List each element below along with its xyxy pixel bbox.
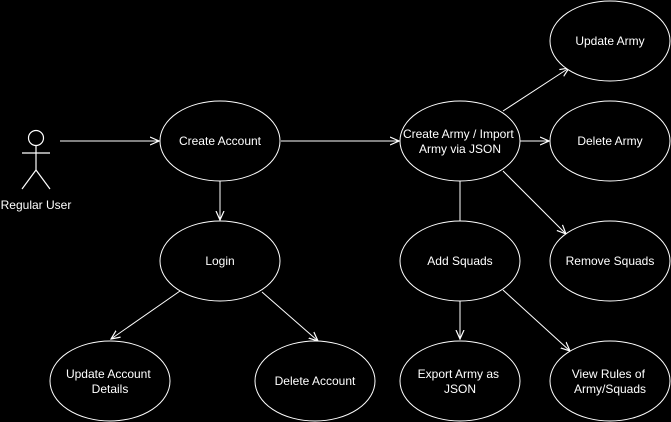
use-case-login: Login	[159, 220, 281, 302]
use-case-create-account: Create Account	[159, 100, 281, 182]
use-case-remove-squads: Remove Squads	[549, 220, 671, 302]
use-case-shape	[399, 220, 521, 302]
use-case-update-army: Update Army	[549, 0, 671, 82]
use-case-shape	[549, 100, 671, 182]
use-case-shape	[399, 100, 521, 182]
use-case-label: Remove Squads	[566, 254, 655, 268]
use-case-label: Export Army as JSON	[418, 367, 503, 396]
actor-head	[27, 129, 45, 147]
actor-left-leg	[21, 169, 37, 190]
edge-login-update-account	[111, 290, 181, 339]
use-case-label: View Rules of Army/Squads	[572, 367, 649, 396]
use-case-delete-account: Delete Account	[254, 340, 376, 422]
use-case-shape	[549, 220, 671, 302]
use-case-shape	[159, 220, 281, 302]
edge-login-delete-account	[261, 291, 318, 341]
use-case-shape	[159, 100, 281, 182]
use-case-create-army: Create Army / Import Army via JSON	[399, 100, 521, 182]
use-case-add-squads: Add Squads	[399, 220, 521, 302]
use-case-label: Update Army	[575, 34, 644, 48]
use-case-view-rules: View Rules of Army/Squads	[549, 340, 671, 422]
actor-right-leg	[35, 169, 51, 190]
use-case-label: Create Account	[179, 134, 262, 148]
use-case-shape	[549, 340, 671, 422]
use-case-update-account-details: Update Account Details	[49, 340, 171, 422]
use-case-shape	[549, 0, 671, 82]
actor-regular-user: Regular User	[1, 129, 72, 212]
edge-add-squads-view-rules	[502, 289, 570, 351]
use-case-label: Update Account Details	[66, 367, 154, 396]
use-case-shape	[254, 340, 376, 422]
use-case-label: Delete Army	[577, 134, 642, 148]
edge-create-army-update-army	[502, 68, 569, 112]
use-case-shape	[49, 340, 171, 422]
use-case-delete-army: Delete Army	[549, 100, 671, 182]
use-case-shape	[399, 340, 521, 422]
actor-label: Regular User	[1, 198, 72, 212]
use-case-label: Delete Account	[275, 374, 356, 388]
use-case-label: Add Squads	[427, 254, 492, 268]
use-case-export-army: Export Army as JSON	[399, 340, 521, 422]
use-case-label: Login	[205, 254, 234, 268]
edges	[60, 68, 570, 351]
edge-create-army-remove-squads	[502, 170, 566, 234]
use-case-label: Create Army / Import Army via JSON	[403, 127, 517, 156]
